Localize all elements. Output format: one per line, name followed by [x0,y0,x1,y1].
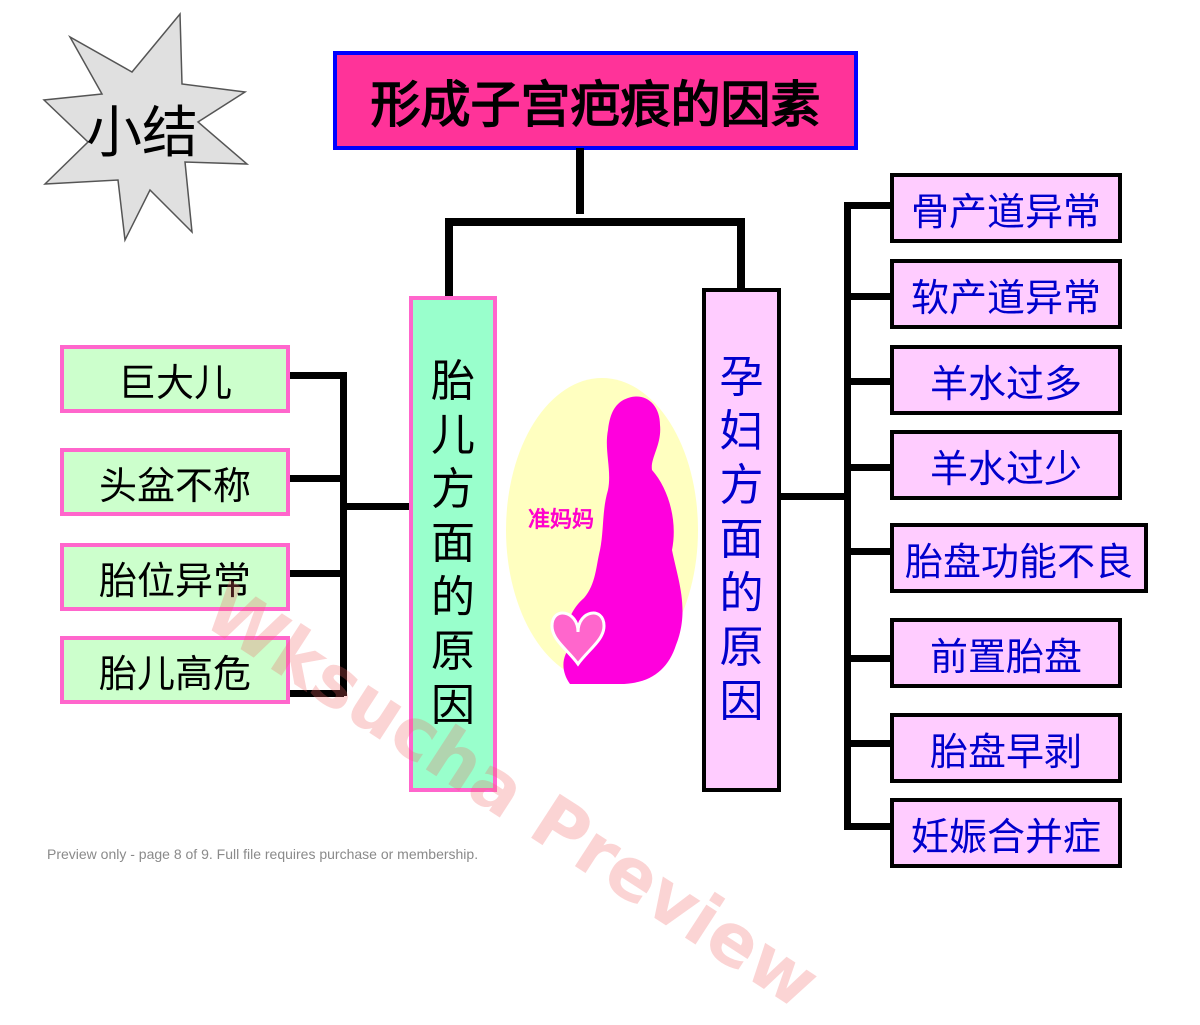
connector-top-bar [445,218,745,226]
maternal-label-char: 面 [719,513,764,565]
connector-to-fetal [445,218,453,296]
right-bracket-tick [844,740,890,747]
illustration-label: 准妈妈 [528,508,595,533]
maternal-to-bracket [780,493,850,500]
left-bracket-tick [288,475,344,482]
maternal-item-box: 胎盘早剥 [890,713,1122,783]
maternal-label-char: 妇 [719,405,764,457]
summary-badge-label: 小结 [86,100,198,166]
right-bracket-tick [844,202,890,209]
connector-to-maternal [737,218,745,288]
maternal-item-box: 骨产道异常 [890,173,1122,243]
diagram-title: 形成子宫疤痕的因素 [333,51,858,150]
right-bracket-tick [844,293,890,300]
maternal-label-char: 孕 [719,351,764,403]
fetal-item-box: 巨大儿 [60,345,290,413]
maternal-label-char: 因 [719,676,764,728]
fetal-label-char: 的 [431,572,475,624]
fetal-item-box: 胎儿高危 [60,636,290,704]
maternal-item-box: 羊水过多 [890,345,1122,415]
maternal-item-box: 胎盘功能不良 [890,523,1148,593]
pregnant-silhouette-icon [506,378,698,684]
heart-icon [550,611,606,667]
fetal-label-char: 方 [431,463,475,515]
fetal-factors-box: 胎 儿 方 面 的 原 因 [409,296,497,792]
right-bracket-vertical [844,202,851,830]
starburst-badge-icon [42,12,250,243]
fetal-label-char: 原 [431,626,475,678]
maternal-item-box: 前置胎盘 [890,618,1122,688]
fetal-label-char: 因 [431,680,475,732]
right-bracket-tick [844,823,890,830]
preview-footer-note: Preview only - page 8 of 9. Full file re… [47,846,479,862]
left-bracket-vertical [340,372,347,696]
fetal-label-char: 儿 [431,409,475,461]
left-bracket-tick [288,570,344,577]
left-bracket-tick [288,372,344,379]
fetal-item-box: 胎位异常 [60,543,290,611]
maternal-item-box: 软产道异常 [890,259,1122,329]
connector-title-stem [576,148,584,214]
left-bracket-tick [288,690,344,697]
right-bracket-tick [844,548,890,555]
fetal-label-char: 胎 [431,355,475,407]
fetal-item-box: 头盆不称 [60,448,290,516]
maternal-item-box: 妊娠合并症 [890,798,1122,868]
right-bracket-tick [844,655,890,662]
maternal-item-box: 羊水过少 [890,430,1122,500]
maternal-label-char: 的 [719,568,764,620]
left-bracket-to-fetal [344,503,410,510]
fetal-label-char: 面 [431,517,475,569]
right-bracket-tick [844,464,890,471]
maternal-factors-box: 孕 妇 方 面 的 原 因 [702,288,781,792]
maternal-label-char: 方 [719,459,764,511]
right-bracket-tick [844,378,890,385]
maternal-label-char: 原 [719,622,764,674]
